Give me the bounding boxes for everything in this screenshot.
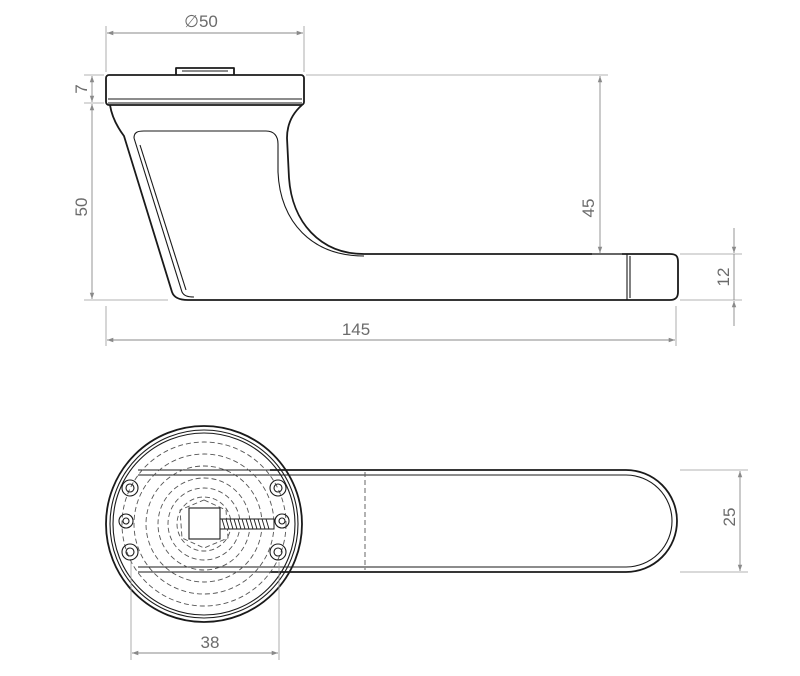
lever-top-outline (270, 469, 678, 573)
mounting-holes (118, 479, 290, 561)
dim-rosette-diameter: ∅50 (184, 12, 218, 31)
dim-overall-height: 50 (72, 198, 91, 217)
spindle-boss (175, 67, 235, 75)
grub-screw (219, 518, 275, 530)
lever-body-inner (133, 130, 365, 257)
dim-overall-length: 145 (342, 320, 370, 339)
dim-lever-drop: 45 (579, 199, 598, 218)
dim-rosette-thickness: 7 (72, 84, 91, 93)
dim-lever-width: 25 (720, 508, 739, 527)
top-view: 25 38 (105, 425, 748, 660)
rosette-top (105, 425, 303, 623)
square-spindle (188, 507, 221, 540)
lever-body-outer (109, 104, 679, 301)
dim-screw-hole-spacing: 38 (201, 633, 220, 652)
dim-lever-thickness: 12 (714, 268, 733, 287)
side-view: ∅50 7 50 45 12 145 (72, 12, 742, 346)
rosette-side (105, 74, 305, 106)
